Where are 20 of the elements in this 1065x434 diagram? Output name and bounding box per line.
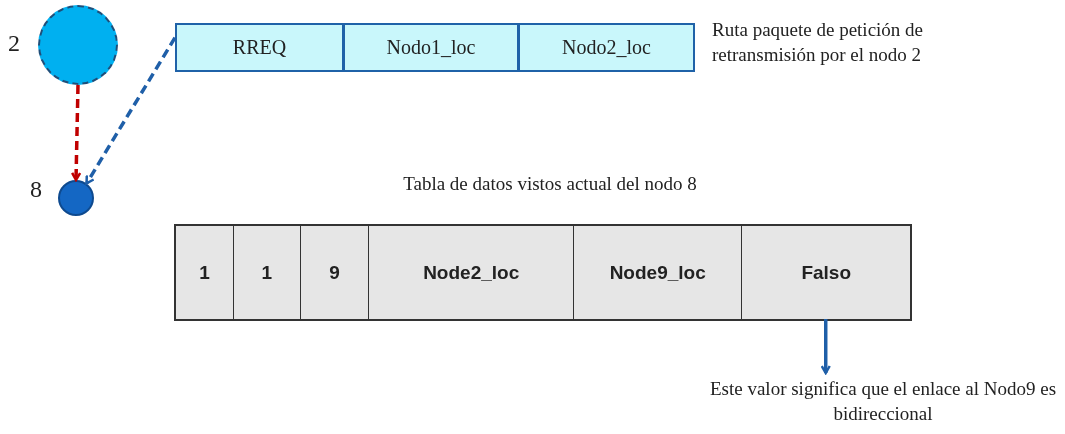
- table-cell: 1: [176, 226, 233, 319]
- data-table: [174, 224, 912, 321]
- packet-field: Nodo2_loc: [517, 25, 693, 70]
- packet-field: Nodo1_loc: [342, 25, 517, 70]
- table-cell: Node2_loc: [368, 226, 573, 319]
- table-cell: 9: [299, 226, 369, 319]
- arrow: [70, 84, 82, 182]
- node-caption: Ruta paquete de petición de retransmisión por el nodo 2: [712, 18, 925, 67]
- node-caption: Tabla de datos vistos actual del nodo 8: [402, 172, 698, 196]
- arrow: [820, 319, 831, 375]
- table-cell: 1: [232, 226, 300, 319]
- node-caption: 2: [8, 29, 21, 58]
- packet-box: [175, 23, 695, 72]
- node-caption: 8: [30, 175, 43, 204]
- table-cell: Falso: [741, 226, 910, 319]
- packet-field: RREQ: [177, 25, 342, 70]
- arrow: [85, 36, 177, 185]
- table-cell: Node9_loc: [572, 226, 742, 319]
- note-text: Este valor significa que el enlace al Nodo9 es bidireccional: [708, 377, 1058, 427]
- node-circle: [58, 180, 94, 216]
